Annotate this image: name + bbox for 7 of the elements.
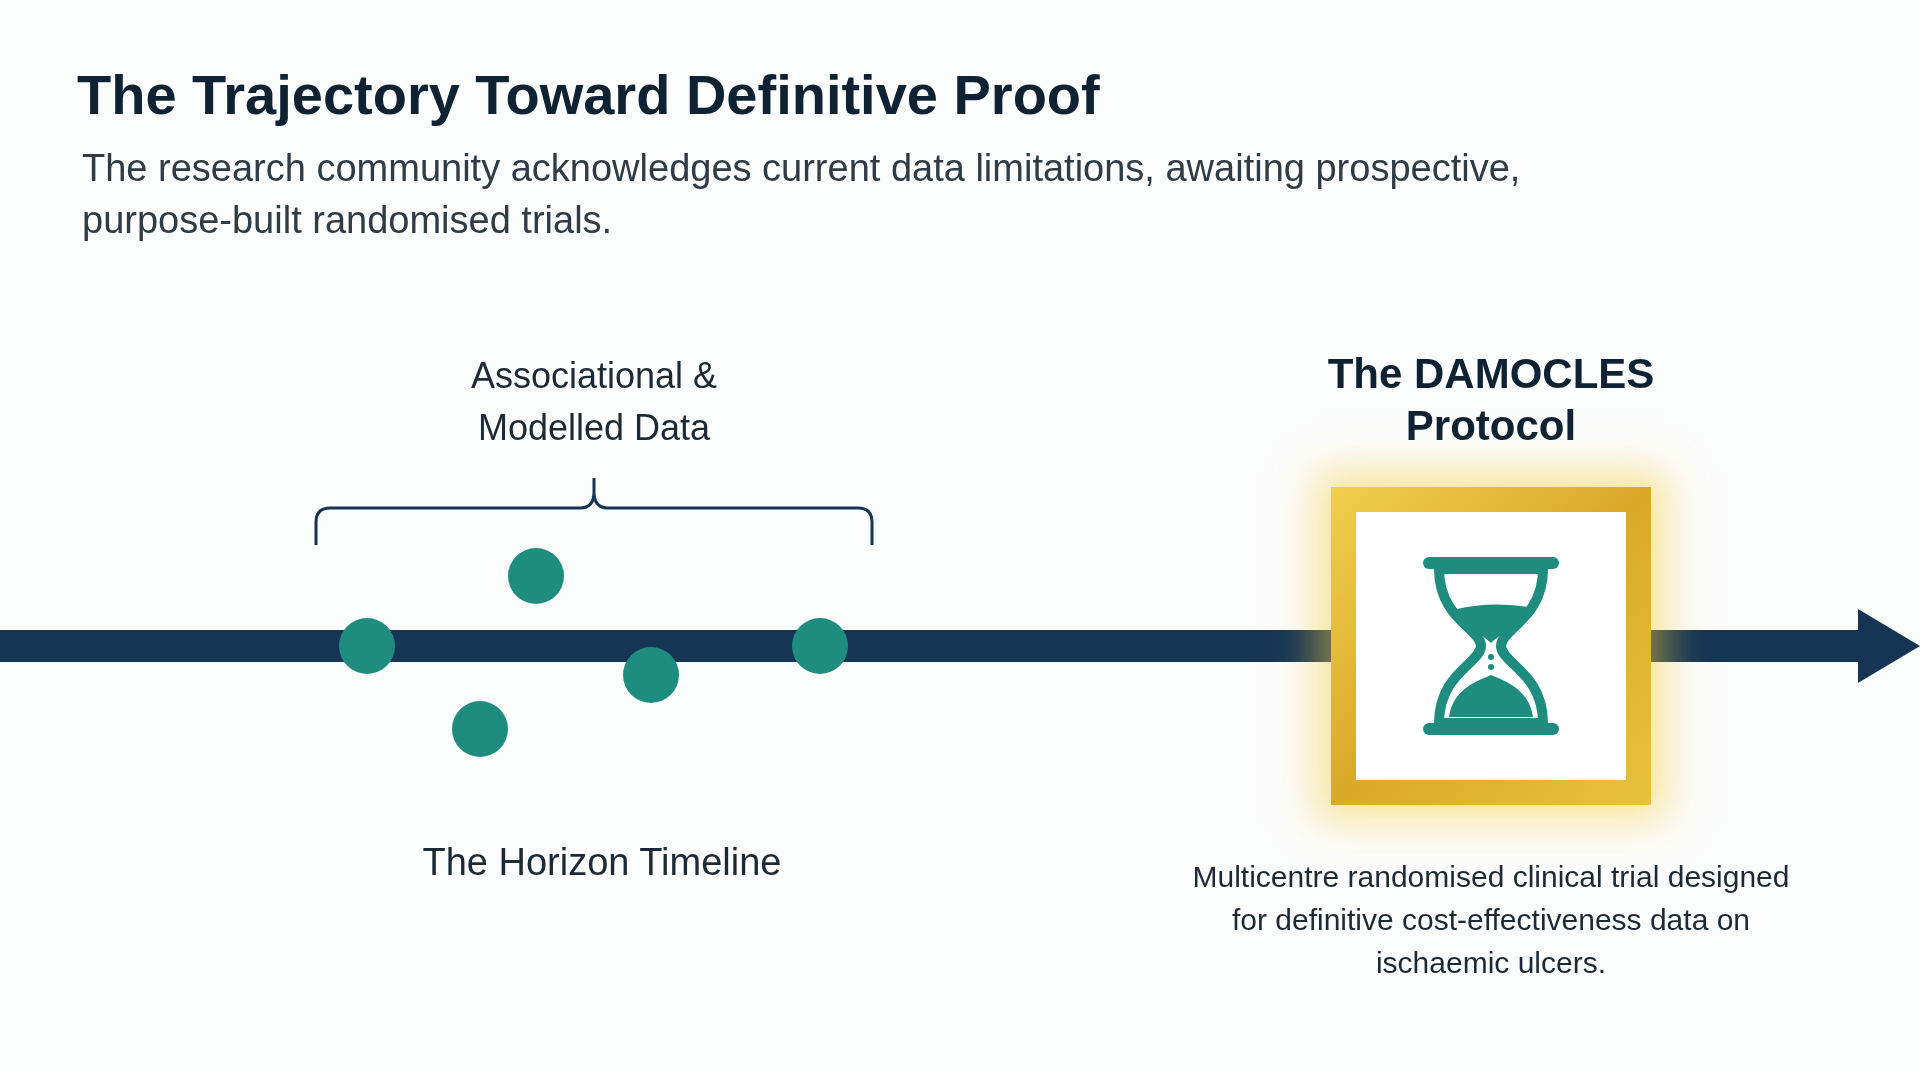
milestone-heading: The DAMOCLES Protocol <box>1326 349 1656 451</box>
subtitle: The research community acknowledges current data limitations, awaiting prospective, purpose-built randomised trials. <box>82 146 1522 243</box>
timeline-arrow <box>1651 609 1920 683</box>
bracket-label: Associational & Modelled Data <box>469 354 719 450</box>
timeline-label: The Horizon Timeline <box>421 840 783 885</box>
milestone-description: Multicentre randomised clinical trial designed for definitive cost-effectiveness data on ischaemic ulcers. <box>1191 859 1791 981</box>
title: The Trajectory Toward Definitive Proof <box>77 62 1100 128</box>
